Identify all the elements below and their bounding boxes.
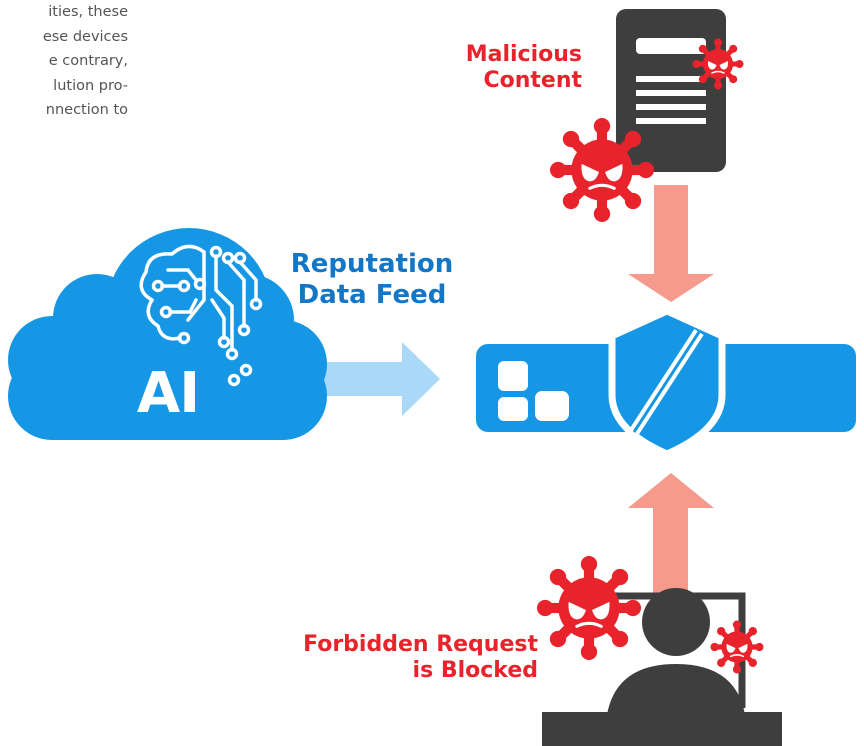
brain-circuit-icon: [139, 244, 263, 387]
server-icon: [616, 9, 726, 172]
forbidden-request-label: Forbidden Request is Blocked: [242, 632, 538, 684]
virus-icon-server-large: [548, 116, 656, 224]
virus-icon-server-small: [691, 37, 745, 91]
malicious-content-label: Malicious Content: [402, 42, 582, 94]
intro-line: ese devices: [42, 28, 128, 45]
intro-line: nnection to: [45, 102, 128, 118]
intro-line: lution pro-: [53, 77, 128, 94]
reputation-feed-label: Reputation Data Feed: [272, 249, 472, 310]
malicious-content-label-line: Malicious: [465, 42, 582, 67]
reputation-feed-label-line: Reputation: [290, 249, 454, 279]
forbidden-request-label-line: Forbidden Request: [303, 632, 538, 657]
ai-cloud-label: AI: [136, 361, 200, 426]
virus-icon-user-large: [535, 554, 643, 662]
firewall-shield-icon: [476, 307, 856, 458]
reputation-feed-label-line: Data Feed: [297, 279, 447, 310]
forbidden-request-label-line: is Blocked: [412, 657, 538, 683]
intro-line: ities, these: [48, 4, 128, 20]
arrow-server-to-firewall: [628, 185, 714, 302]
virus-icon-user-small: [709, 619, 765, 675]
malicious-content-label-line: Content: [483, 67, 582, 93]
intro-paragraph-fragment: ities, these ese devices e contrary, lut…: [0, 0, 128, 123]
intro-line: e contrary,: [48, 53, 128, 69]
